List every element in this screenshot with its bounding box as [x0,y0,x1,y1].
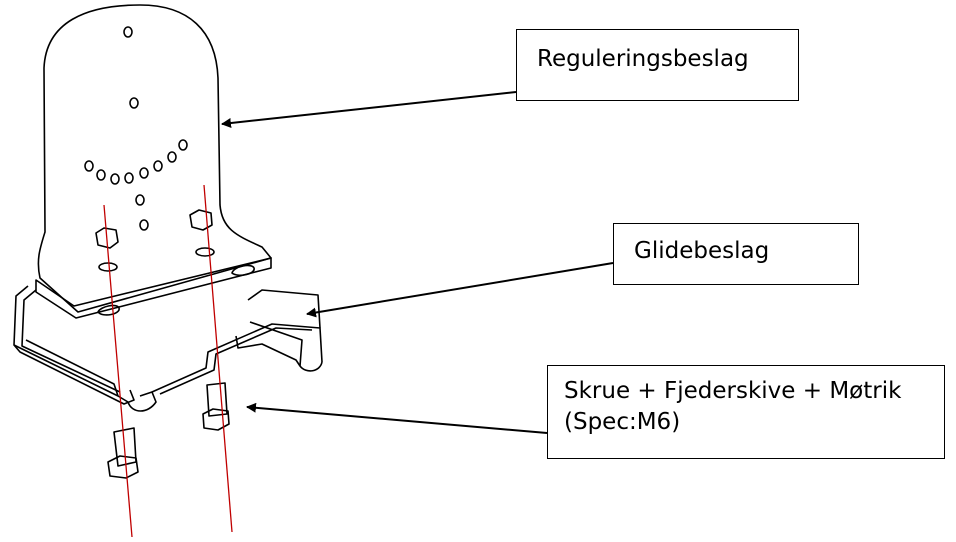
callout-label-line2: (Spec:M6) [564,409,681,435]
adjustment-bracket [35,4,272,319]
leader-arrows [221,91,614,434]
callout-sliding-bracket: Glidebeslag [613,223,859,285]
callout-fasteners: Skrue + Fjederskive + Møtrik (Spec:M6) [547,365,945,459]
bolt-axis-lines [103,184,233,538]
lower-bolts [107,382,230,479]
callout-label-line1: Skrue + Fjederskive + Møtrik [564,378,902,404]
callout-adjustment-bracket: Reguleringsbeslag [516,29,799,101]
callout-label: Reguleringsbeslag [537,46,749,72]
sliding-bracket [13,285,323,412]
callout-label: Glidebeslag [634,238,770,264]
